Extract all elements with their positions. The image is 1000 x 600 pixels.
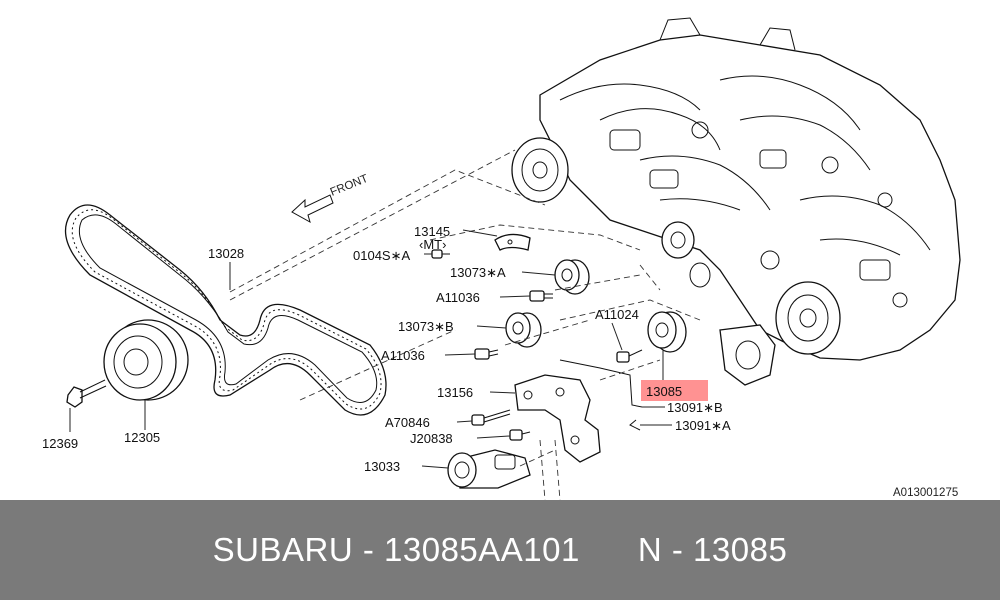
callout-a70846: A70846: [385, 415, 430, 430]
parts-diagram: FRONT: [42, 17, 961, 500]
callout-13091a: 13091∗A: [675, 418, 731, 433]
belt-cover-13145: [494, 233, 531, 251]
callout-12305: 12305: [124, 430, 160, 445]
callout-12369: 12369: [42, 436, 78, 451]
bolt-j20838: [509, 429, 531, 441]
tensioner-13033: [447, 449, 531, 489]
idler-13085: [647, 311, 687, 353]
idler-13073b: [505, 312, 542, 348]
callout-13028: 13028: [208, 246, 244, 261]
timing-belt: [64, 204, 387, 416]
explode-lines: [229, 149, 701, 500]
crank-bolt: [66, 379, 107, 408]
callout-13085: 13085: [646, 384, 682, 399]
reference-number: N - 13085: [637, 531, 788, 568]
bolt-a11036-upper: [529, 290, 553, 302]
front-arrow-label: FRONT: [329, 173, 370, 199]
callout-13073a: 13073∗A: [450, 265, 506, 280]
brand-separator: -: [353, 531, 385, 568]
exploded-view-drawing: FRONT: [42, 17, 961, 500]
callout-13091b: 13091∗B: [667, 400, 723, 415]
highlight-13085: [641, 380, 708, 401]
callout-0104s: 0104S∗A: [353, 248, 410, 263]
idler-13073a: [554, 259, 590, 295]
gap: [580, 531, 638, 569]
part-number: 13085AA101: [384, 531, 580, 568]
drawing-code: A013001275: [893, 487, 958, 499]
callout-13033: 13033: [364, 459, 400, 474]
pin-13091a: [629, 419, 641, 431]
front-arrow: FRONT: [291, 173, 370, 224]
callout-a11036-upper: A11036: [436, 290, 480, 305]
brand-name: SUBARU: [212, 531, 354, 568]
callout-13145: 13145: [414, 224, 450, 239]
leader-lines: [69, 229, 672, 469]
callout-labels: 13145 ‹MT› 0104S∗A 13073∗A A11036 13073∗…: [42, 224, 958, 499]
crank-pulley: [103, 319, 189, 401]
part-info-bar: SUBARU - 13085AA101 N - 13085: [0, 500, 1000, 600]
bolt-a11024: [616, 349, 643, 363]
bolt-a70846: [471, 409, 511, 426]
engine-block: [511, 17, 961, 386]
callout-mt: ‹MT›: [419, 237, 446, 252]
callout-13156: 13156: [437, 385, 473, 400]
callout-a11024: A11024: [595, 307, 639, 322]
callout-13073b: 13073∗B: [398, 319, 454, 334]
callout-j20838: J20838: [410, 431, 453, 446]
callout-a11036-lower: A11036: [381, 348, 425, 363]
tensioner-bracket: [514, 374, 601, 463]
bolt-a11036-lower: [474, 348, 499, 360]
pin-13091b: [559, 359, 643, 408]
